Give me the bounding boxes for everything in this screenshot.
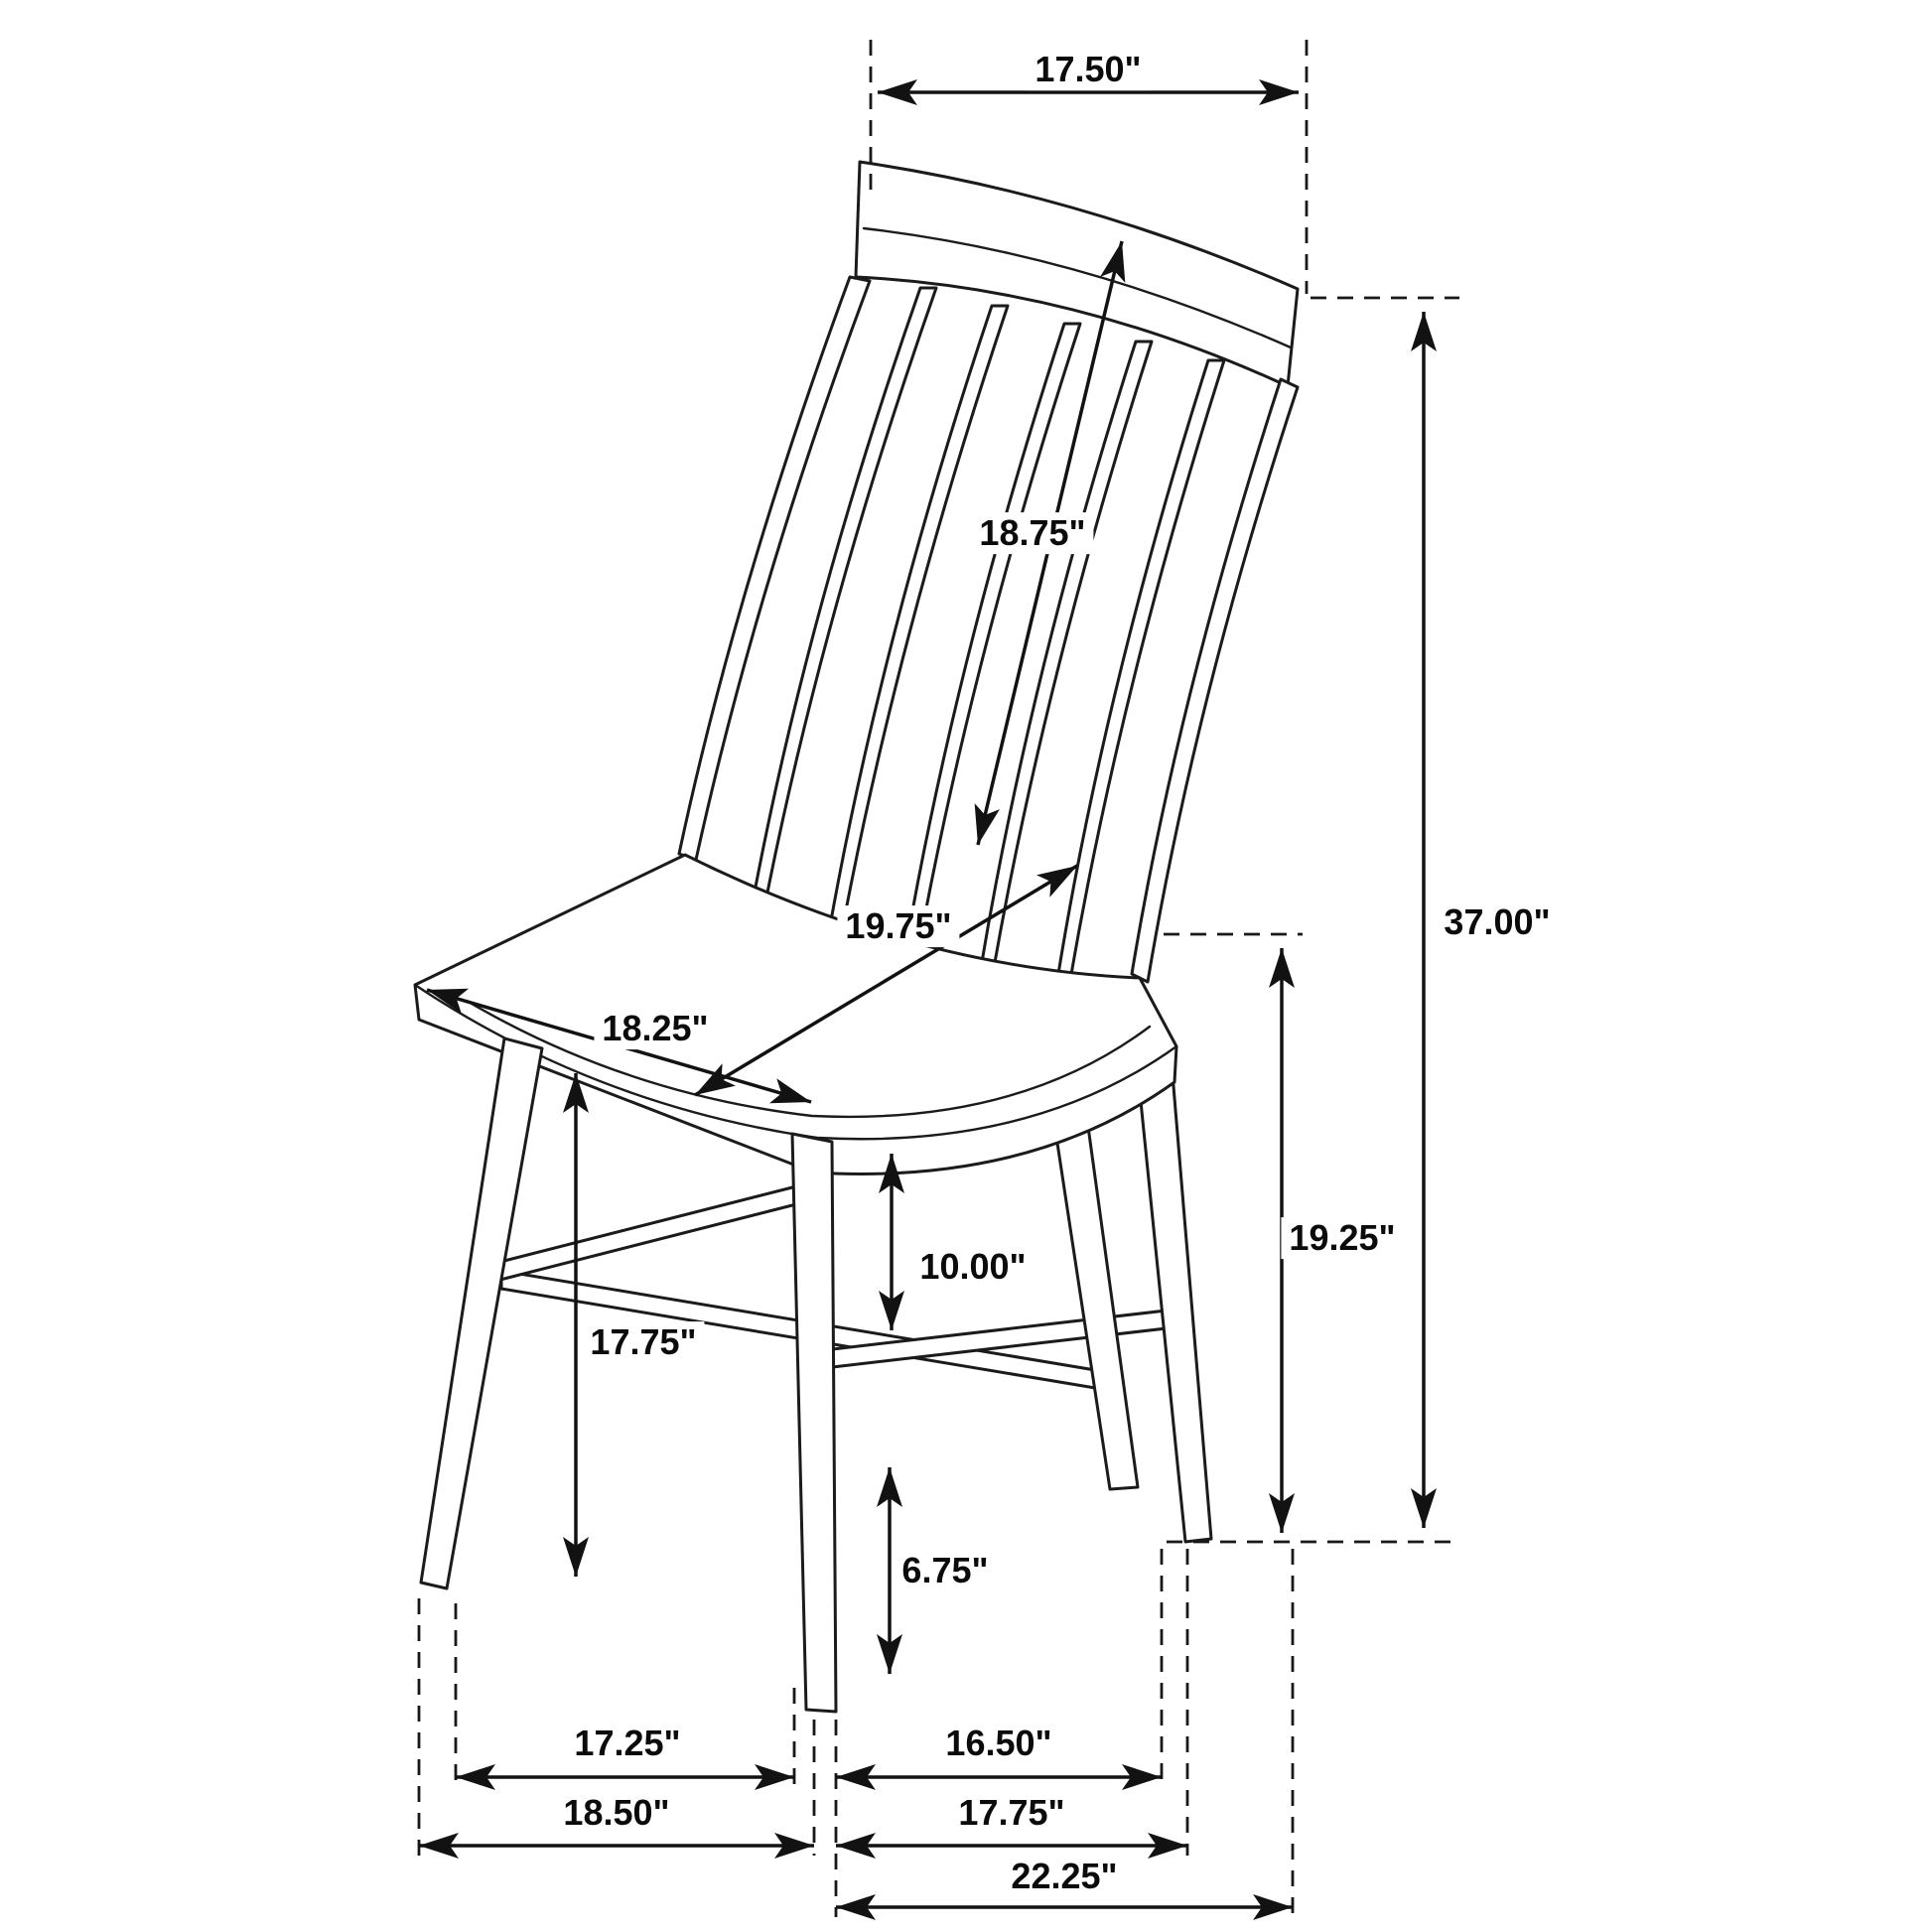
dim-overall-depth-label: 22.25"	[1003, 1856, 1126, 1897]
dim-top-width-label: 17.50"	[1027, 49, 1150, 90]
dim-front-leg-span-label: 17.25"	[566, 1723, 689, 1764]
dim-leg-height-label: 17.75"	[582, 1321, 705, 1363]
back-post-right	[1130, 377, 1300, 984]
dim-front-width-label: 18.50"	[555, 1792, 678, 1834]
rear-right-leg	[1132, 1031, 1213, 1544]
dim-overall-height-label: 37.00"	[1436, 901, 1559, 943]
dim-side-leg-span-label: 16.50"	[937, 1723, 1060, 1764]
front-right-leg	[790, 1132, 838, 1714]
dim-stretcher-to-floor-label: 6.75"	[894, 1550, 997, 1591]
front-left-leg	[419, 1036, 544, 1590]
dim-seat-to-stretcher-label: 10.00"	[911, 1246, 1035, 1288]
front-stretcher	[494, 1183, 802, 1283]
dim-side-depth-label: 17.75"	[950, 1792, 1073, 1834]
dim-seat-depth-label: 19.75"	[837, 905, 960, 947]
dim-seat-width-label: 18.25"	[594, 1008, 717, 1049]
dim-back-length-label: 18.75"	[971, 512, 1094, 554]
dim-seat-height-label: 19.25"	[1281, 1217, 1404, 1259]
dimension-lines	[419, 79, 1437, 1920]
extension-lines	[417, 40, 1459, 1917]
crest-rail	[854, 160, 1300, 388]
